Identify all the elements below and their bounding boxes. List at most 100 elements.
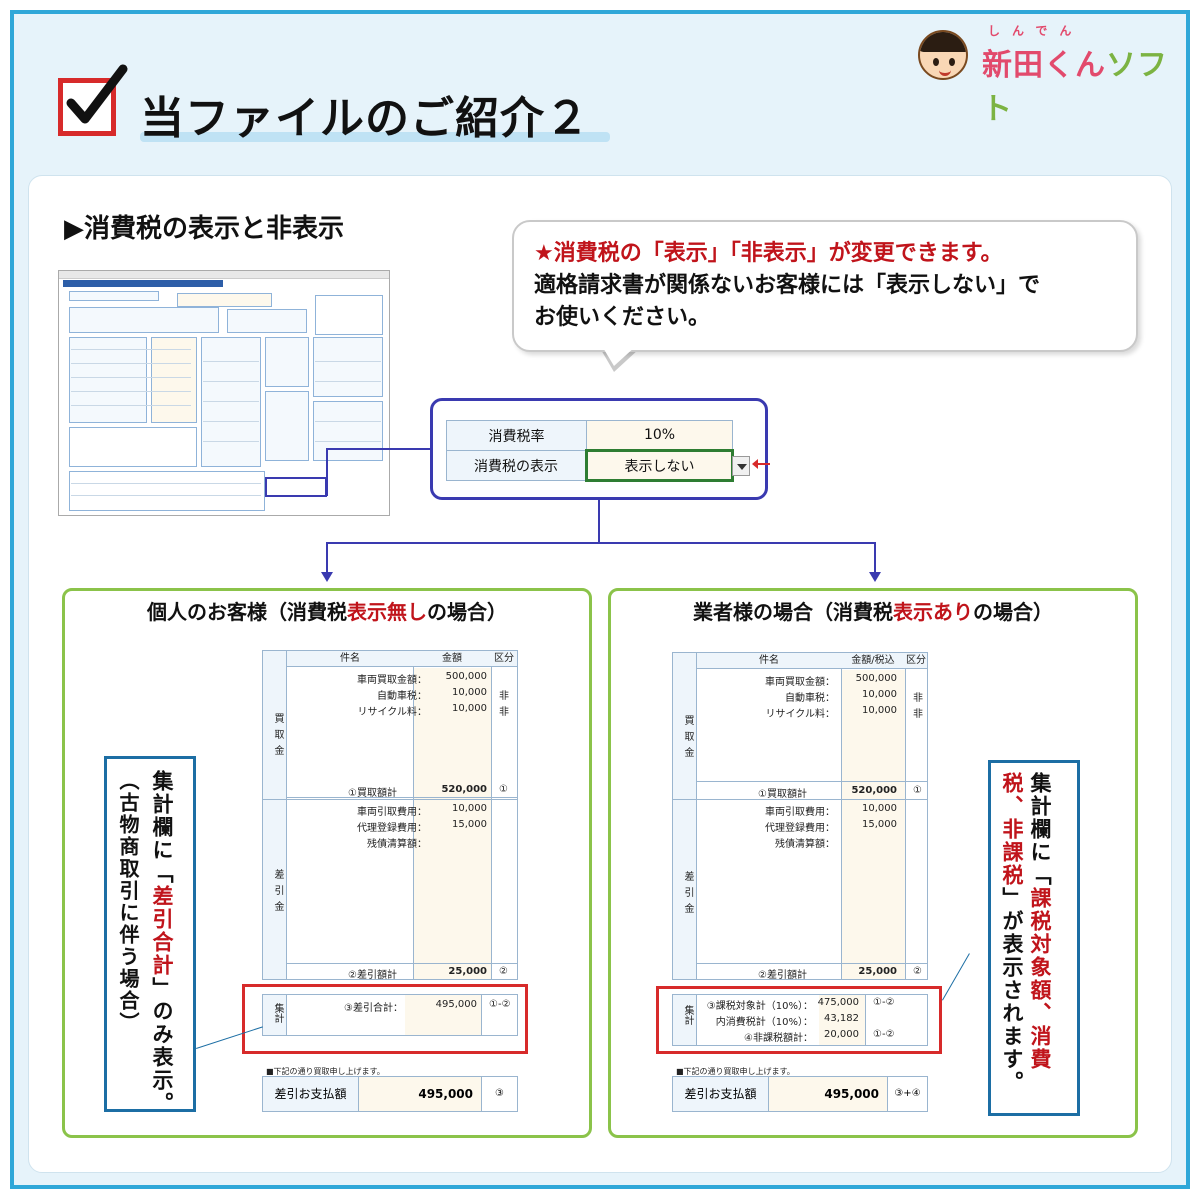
- row-name: 残債清算額：: [775, 839, 835, 850]
- left-note-subtext: （古物商取引に伴う場合）: [116, 770, 140, 1034]
- summary-name: 内消費税計（10%）：: [715, 1017, 813, 1028]
- tax-rate-value[interactable]: 10%: [586, 420, 733, 451]
- callout-tail-inner: [602, 346, 636, 366]
- callout-line-2: 適格請求書が関係ないお客様には「表示しない」で: [534, 273, 1041, 298]
- summary-category: ①-②: [873, 997, 895, 1008]
- payment-label: 差引お支払額: [673, 1077, 769, 1111]
- total-amount: 25,000: [858, 966, 897, 977]
- payment-category: ③+④: [887, 1077, 927, 1111]
- col-header-name: 件名: [697, 653, 841, 669]
- row-category: 非: [499, 691, 509, 702]
- left-note-box: [104, 756, 196, 1112]
- left-summary-table: 集計 ③差引合計： 495,000 ①-②: [262, 994, 518, 1036]
- tax-rate-label: 消費税率: [446, 420, 587, 451]
- highlight-rect: [265, 477, 327, 497]
- payment-amount: 495,000: [769, 1077, 887, 1111]
- arrow-down-icon: [321, 572, 333, 582]
- row-amount: 500,000: [445, 671, 487, 682]
- invoice-note: ■下記の通り買取申し上げます。: [676, 1067, 795, 1076]
- arrow-down-icon: [869, 572, 881, 582]
- callout-line-3: お使いください。: [534, 305, 711, 330]
- col-header-amount: 金額: [413, 651, 491, 667]
- logo-text: 新田くんソフト: [982, 48, 1168, 127]
- right-summary-table: 集計 ③課税対象計（10%）： 475,000 ①-② 内消費税計（10%）： …: [672, 994, 928, 1046]
- total-amount: 25,000: [448, 966, 487, 977]
- col-header-category: 区分: [491, 651, 517, 667]
- left-payment-row: 差引お支払額 495,000 ③: [262, 1076, 518, 1112]
- row-category: 非: [913, 709, 923, 720]
- left-invoice-table: 件名 金額 区分 買取金 差引金 車両買取金額： 500,000 自動車税： 1…: [262, 650, 518, 981]
- row-amount: 10,000: [452, 687, 487, 698]
- title-underline: [140, 132, 610, 142]
- callout-line-1: ★消費税の「表示」「非表示」が変更できます。: [534, 241, 1003, 266]
- row-amount: 10,000: [862, 803, 897, 814]
- summary-amount: 20,000: [824, 1029, 859, 1040]
- logo-ruby: しんでん: [988, 24, 1084, 38]
- right-invoice-table: 件名 金額/税込 区分 買取金 差引金 車両買取金額： 500,000 自動車税…: [672, 652, 928, 981]
- row-name: 車両買取金額：: [357, 675, 427, 686]
- col-header-category: 区分: [905, 653, 927, 669]
- summary-amount: 495,000: [435, 999, 477, 1010]
- payment-amount: 495,000: [359, 1077, 481, 1111]
- highlight-box: [242, 984, 528, 1054]
- payment-category: ③: [481, 1077, 517, 1111]
- row-category: 非: [499, 707, 509, 718]
- summary-name: ④非課税額計：: [744, 1033, 813, 1044]
- col-header-amount: 金額/税込: [841, 653, 905, 669]
- branch-line: [326, 542, 328, 574]
- row-name: 代理登録費用：: [357, 823, 427, 834]
- invoice-note: ■下記の通り買取申し上げます。: [266, 1067, 385, 1076]
- summary-name: ③課税対象計（10%）：: [706, 1001, 813, 1012]
- mascot-face-icon: [918, 30, 968, 80]
- summary-section-label: 集計: [682, 1005, 693, 1025]
- summary-section-label: 集計: [272, 1003, 283, 1023]
- row-name: リサイクル料：: [357, 707, 428, 718]
- total-name: ②差引額計: [348, 970, 397, 981]
- total-category: ②: [499, 966, 508, 977]
- summary-category: ①-②: [489, 999, 511, 1010]
- branch-line: [598, 500, 600, 544]
- row-amount: 15,000: [862, 819, 897, 830]
- business-case-title: 業者様の場合（消費税表示ありの場合）: [693, 600, 1053, 624]
- right-payment-row: 差引お支払額 495,000 ③+④: [672, 1076, 928, 1112]
- total-amount: 520,000: [441, 784, 487, 795]
- total-name: ①買取額計: [348, 788, 397, 799]
- row-amount: 10,000: [862, 689, 897, 700]
- branch-line: [874, 542, 876, 574]
- connector-line: [326, 448, 432, 450]
- checkbox-icon: [58, 64, 128, 136]
- row-name: リサイクル料：: [765, 709, 836, 720]
- total-amount: 520,000: [851, 785, 897, 796]
- section-title: ▶消費税の表示と非表示: [64, 214, 344, 244]
- total-name: ②差引額計: [758, 970, 807, 981]
- tax-display-select[interactable]: 表示しない: [585, 449, 734, 482]
- summary-category: ①-②: [873, 1029, 895, 1040]
- summary-name: ③差引合計：: [344, 1003, 403, 1014]
- brand-logo: しんでん 新田くんソフト: [914, 22, 1174, 127]
- row-name: 代理登録費用：: [765, 823, 835, 834]
- summary-amount: 43,182: [824, 1013, 859, 1024]
- total-category: ①: [913, 785, 922, 796]
- payment-label: 差引お支払額: [263, 1077, 359, 1111]
- total-category: ②: [913, 966, 922, 977]
- row-name: 車両引取費用：: [765, 807, 835, 818]
- branch-line: [326, 542, 876, 544]
- total-name: ①買取額計: [758, 789, 807, 800]
- row-name: 車両買取金額：: [765, 677, 835, 688]
- spreadsheet-thumbnail: [58, 270, 390, 516]
- chevron-down-icon[interactable]: [732, 456, 750, 476]
- tax-display-label: 消費税の表示: [446, 450, 587, 481]
- purchase-section-label: 買取金: [682, 715, 693, 763]
- purchase-section-label: 買取金: [272, 713, 283, 761]
- deduct-section-label: 差引金: [682, 871, 693, 919]
- row-name: 残債清算額：: [367, 839, 427, 850]
- row-amount: 10,000: [862, 705, 897, 716]
- left-note-text: 集計欄に「差引合計」のみ表示。: [150, 770, 174, 1115]
- total-category: ①: [499, 784, 508, 795]
- arrow-left-icon: [752, 459, 770, 469]
- individual-case-title: 個人のお客様（消費税表示無しの場合）: [147, 600, 507, 624]
- connector-line: [326, 478, 328, 496]
- row-amount: 15,000: [452, 819, 487, 830]
- row-category: 非: [913, 693, 923, 704]
- tax-setting-table: 消費税率 10% 消費税の表示 表示しない: [446, 420, 734, 482]
